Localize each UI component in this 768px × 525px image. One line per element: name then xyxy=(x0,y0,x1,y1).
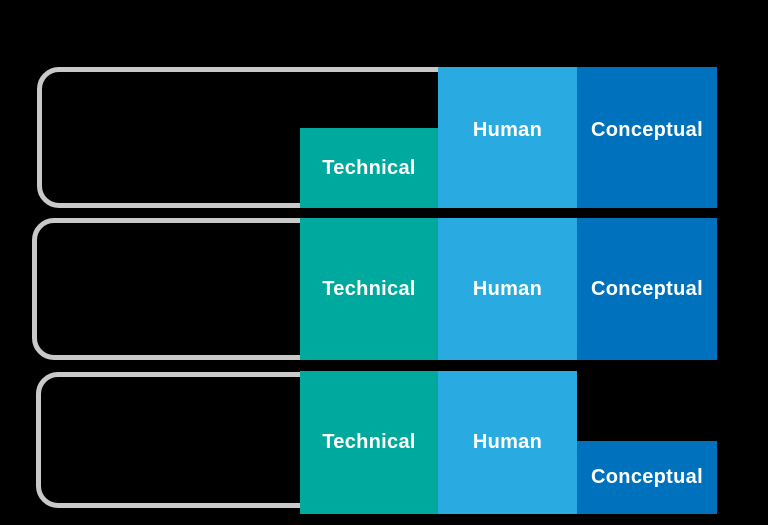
skill-label-human: Human xyxy=(472,277,543,300)
skill-label-human: Human xyxy=(472,119,543,141)
skill-label-technical: Technical xyxy=(322,156,416,179)
skill-label-conceptual: Conceptual xyxy=(591,277,703,300)
skill-block-conceptual-bottom: Conceptual xyxy=(577,441,717,514)
skill-block-technical-top: Technical xyxy=(300,128,438,208)
skill-label-human: Human xyxy=(472,431,543,453)
skill-label-technical: Technical xyxy=(322,277,416,300)
skill-block-technical-bottom: Technical xyxy=(300,371,438,514)
skill-block-technical-middle: Technical xyxy=(300,218,438,360)
skill-block-human-bottom: Human xyxy=(438,371,577,514)
skill-block-human-top: Human xyxy=(438,67,577,208)
skill-block-human-middle: Human xyxy=(438,218,577,360)
skill-label-conceptual: Conceptual xyxy=(591,466,703,488)
skill-block-conceptual-top: Conceptual xyxy=(577,67,717,208)
skill-label-conceptual: Conceptual xyxy=(591,119,703,141)
skill-label-technical: Technical xyxy=(322,431,416,453)
skill-block-conceptual-middle: Conceptual xyxy=(577,218,717,360)
